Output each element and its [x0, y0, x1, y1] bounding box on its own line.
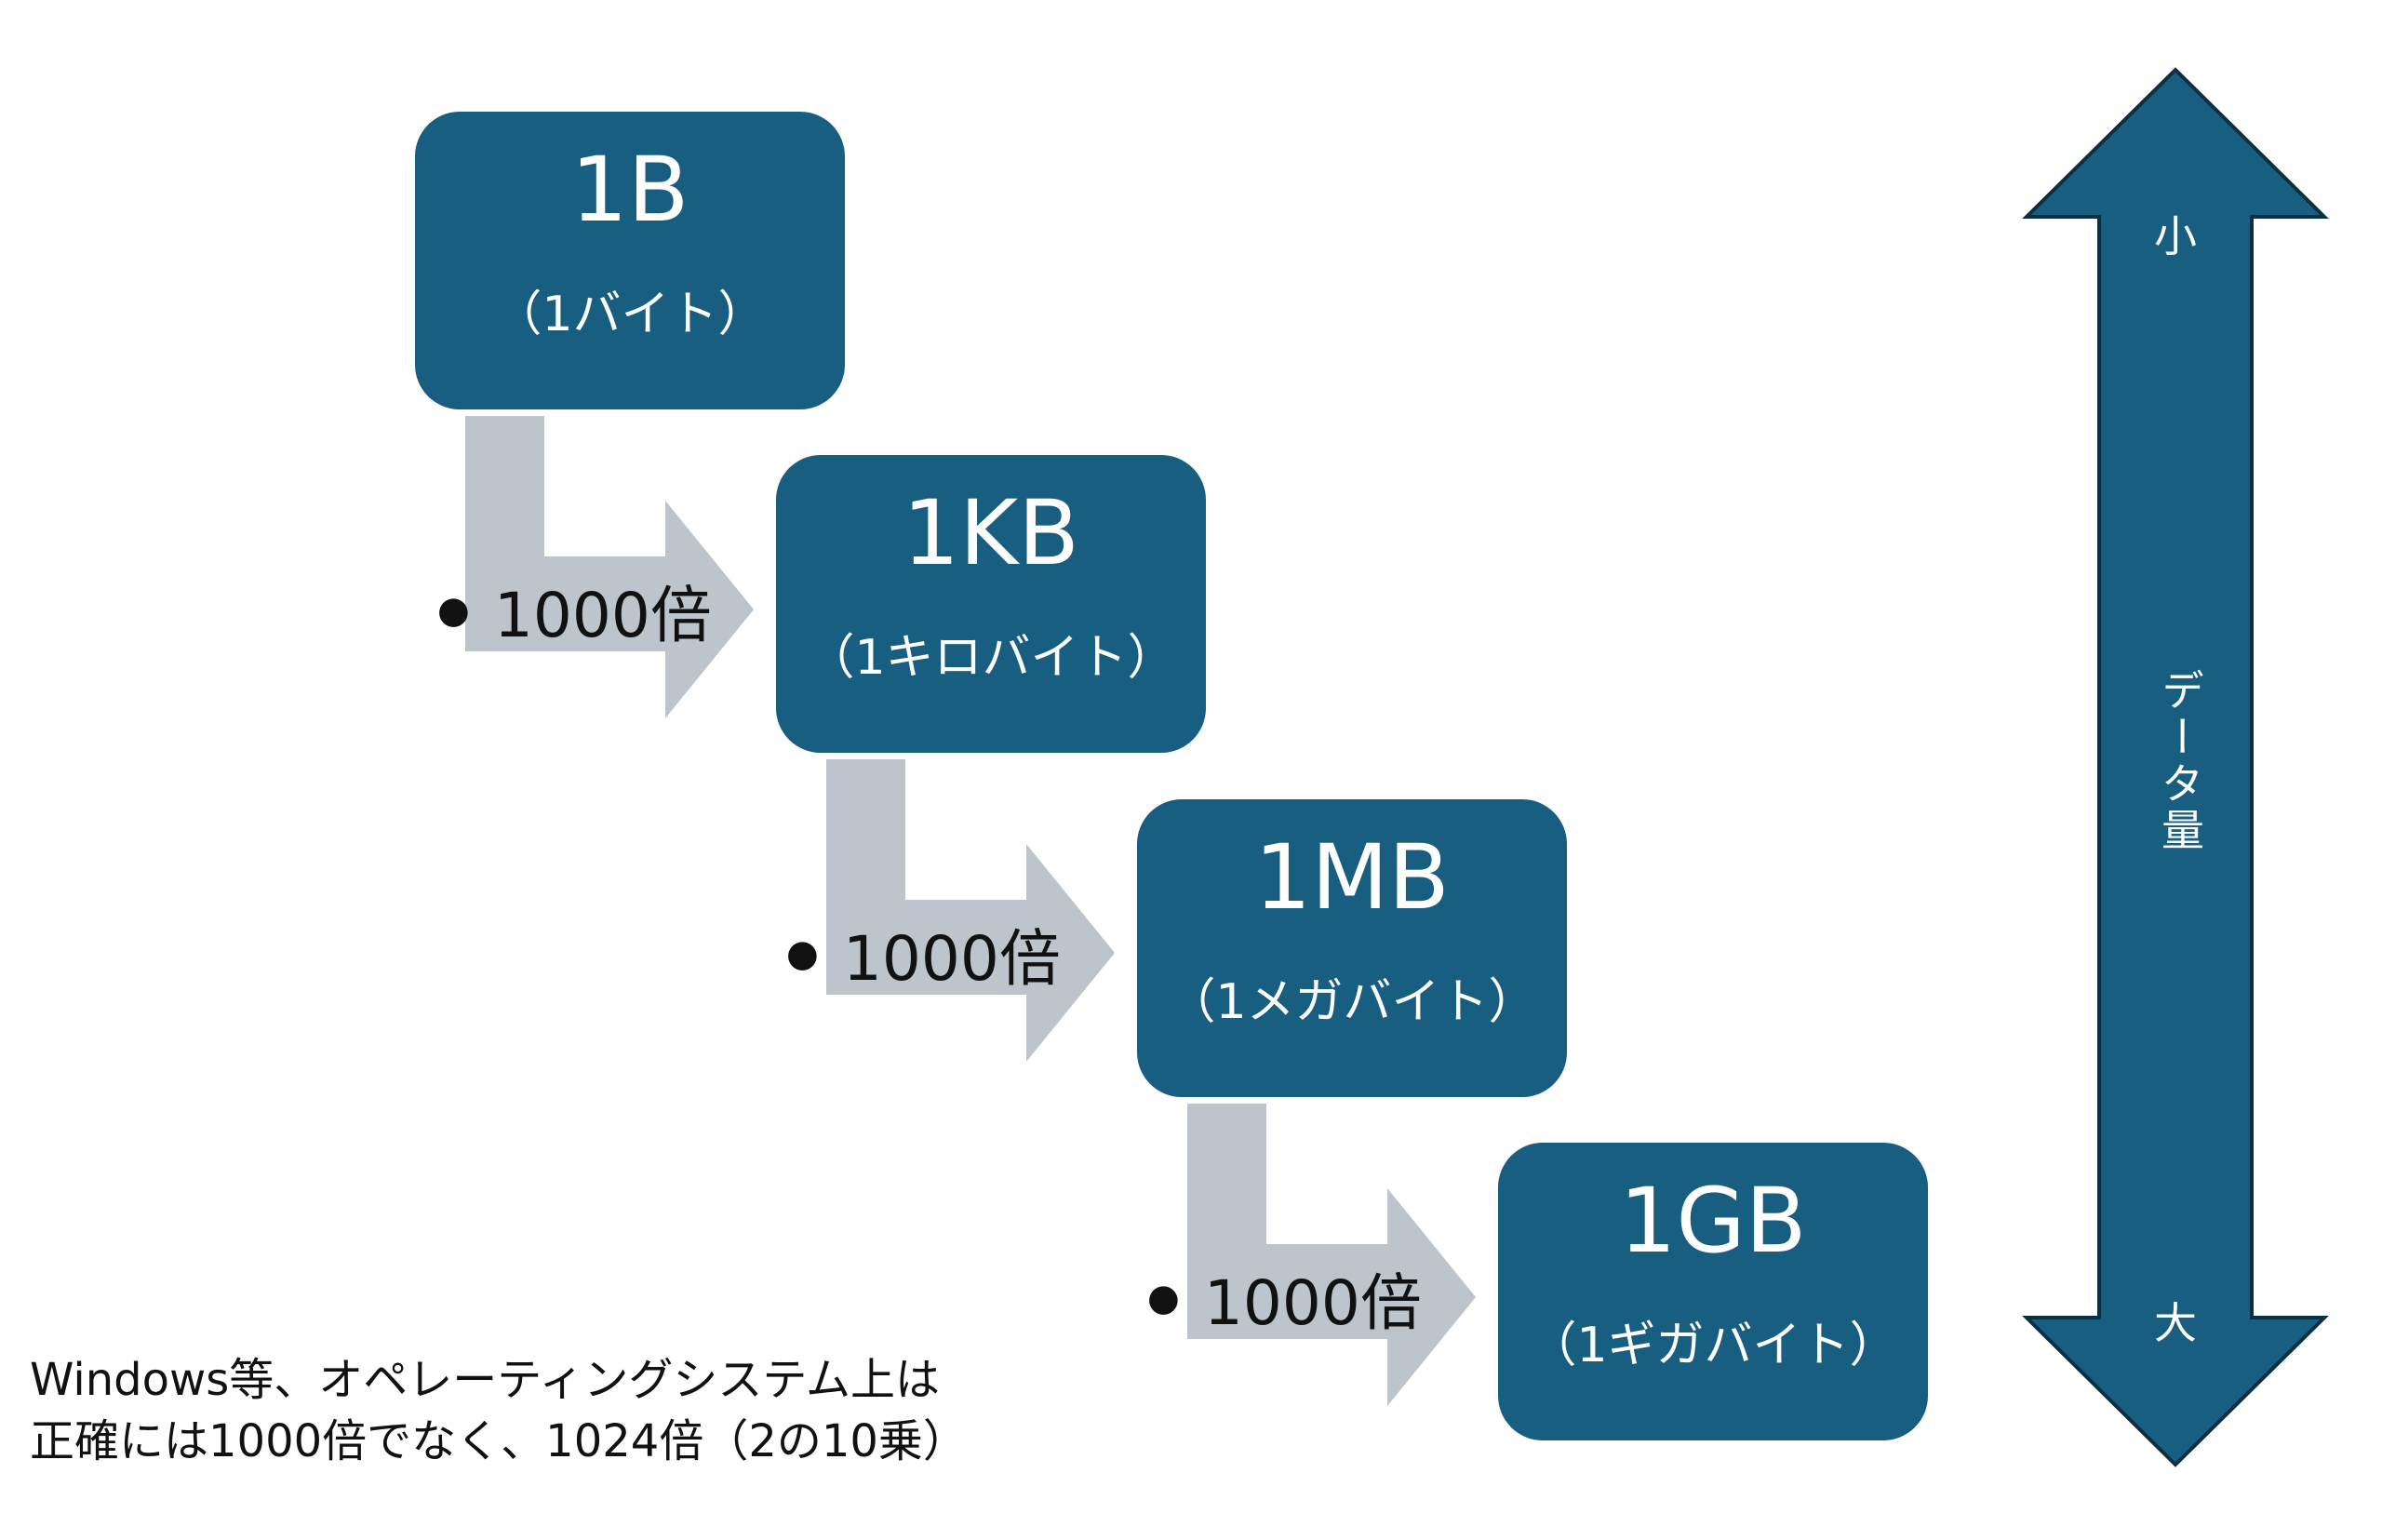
unit-reading: （1メガバイト）: [1167, 974, 1537, 1030]
unit-reading: （1バイト）: [493, 287, 767, 342]
unit-name: 1MB: [1254, 825, 1450, 930]
bullet-icon: ●: [437, 589, 470, 632]
connector-arrow-2: [826, 759, 1115, 1062]
footnote-line-1: Windows等、オペレーティングシステム上は: [30, 1354, 940, 1406]
bullet-icon: ●: [1147, 1277, 1180, 1319]
axis-label-large: 大: [2154, 1298, 2197, 1348]
step-label-text: 1000倍: [493, 580, 712, 651]
unit-box-gigabyte: 1GB （1ギガバイト）: [1498, 1143, 1928, 1440]
axis-label-data-amount: データ量: [2155, 668, 2205, 854]
connector-arrow-3: [1187, 1104, 1476, 1406]
step-label-1: ● 1000倍: [437, 566, 712, 655]
axis-label-small: 小: [2154, 211, 2197, 261]
data-amount-axis-arrow: [2022, 67, 2329, 1467]
unit-name: 1GB: [1619, 1169, 1807, 1273]
unit-reading: （1ギガバイト）: [1528, 1318, 1898, 1373]
unit-box-byte: 1B （1バイト）: [415, 112, 845, 409]
step-label-text: 1000倍: [1203, 1267, 1422, 1339]
step-label-3: ● 1000倍: [1147, 1253, 1422, 1343]
footnote-line-2: 正確には1000倍でなく、1024倍（2の10乗）: [30, 1415, 968, 1467]
unit-box-megabyte: 1MB （1メガバイト）: [1137, 799, 1567, 1097]
unit-reading: （1キロバイト）: [806, 630, 1176, 686]
footnote: Windows等、オペレーティングシステム上は 正確には1000倍でなく、102…: [30, 1349, 968, 1472]
unit-name: 1B: [570, 138, 689, 242]
unit-name: 1KB: [903, 481, 1079, 585]
step-label-2: ● 1000倍: [786, 909, 1061, 998]
step-label-text: 1000倍: [842, 923, 1061, 995]
connector-arrow-1: [465, 416, 754, 718]
bullet-icon: ●: [786, 932, 819, 975]
unit-box-kilobyte: 1KB （1キロバイト）: [776, 455, 1206, 753]
